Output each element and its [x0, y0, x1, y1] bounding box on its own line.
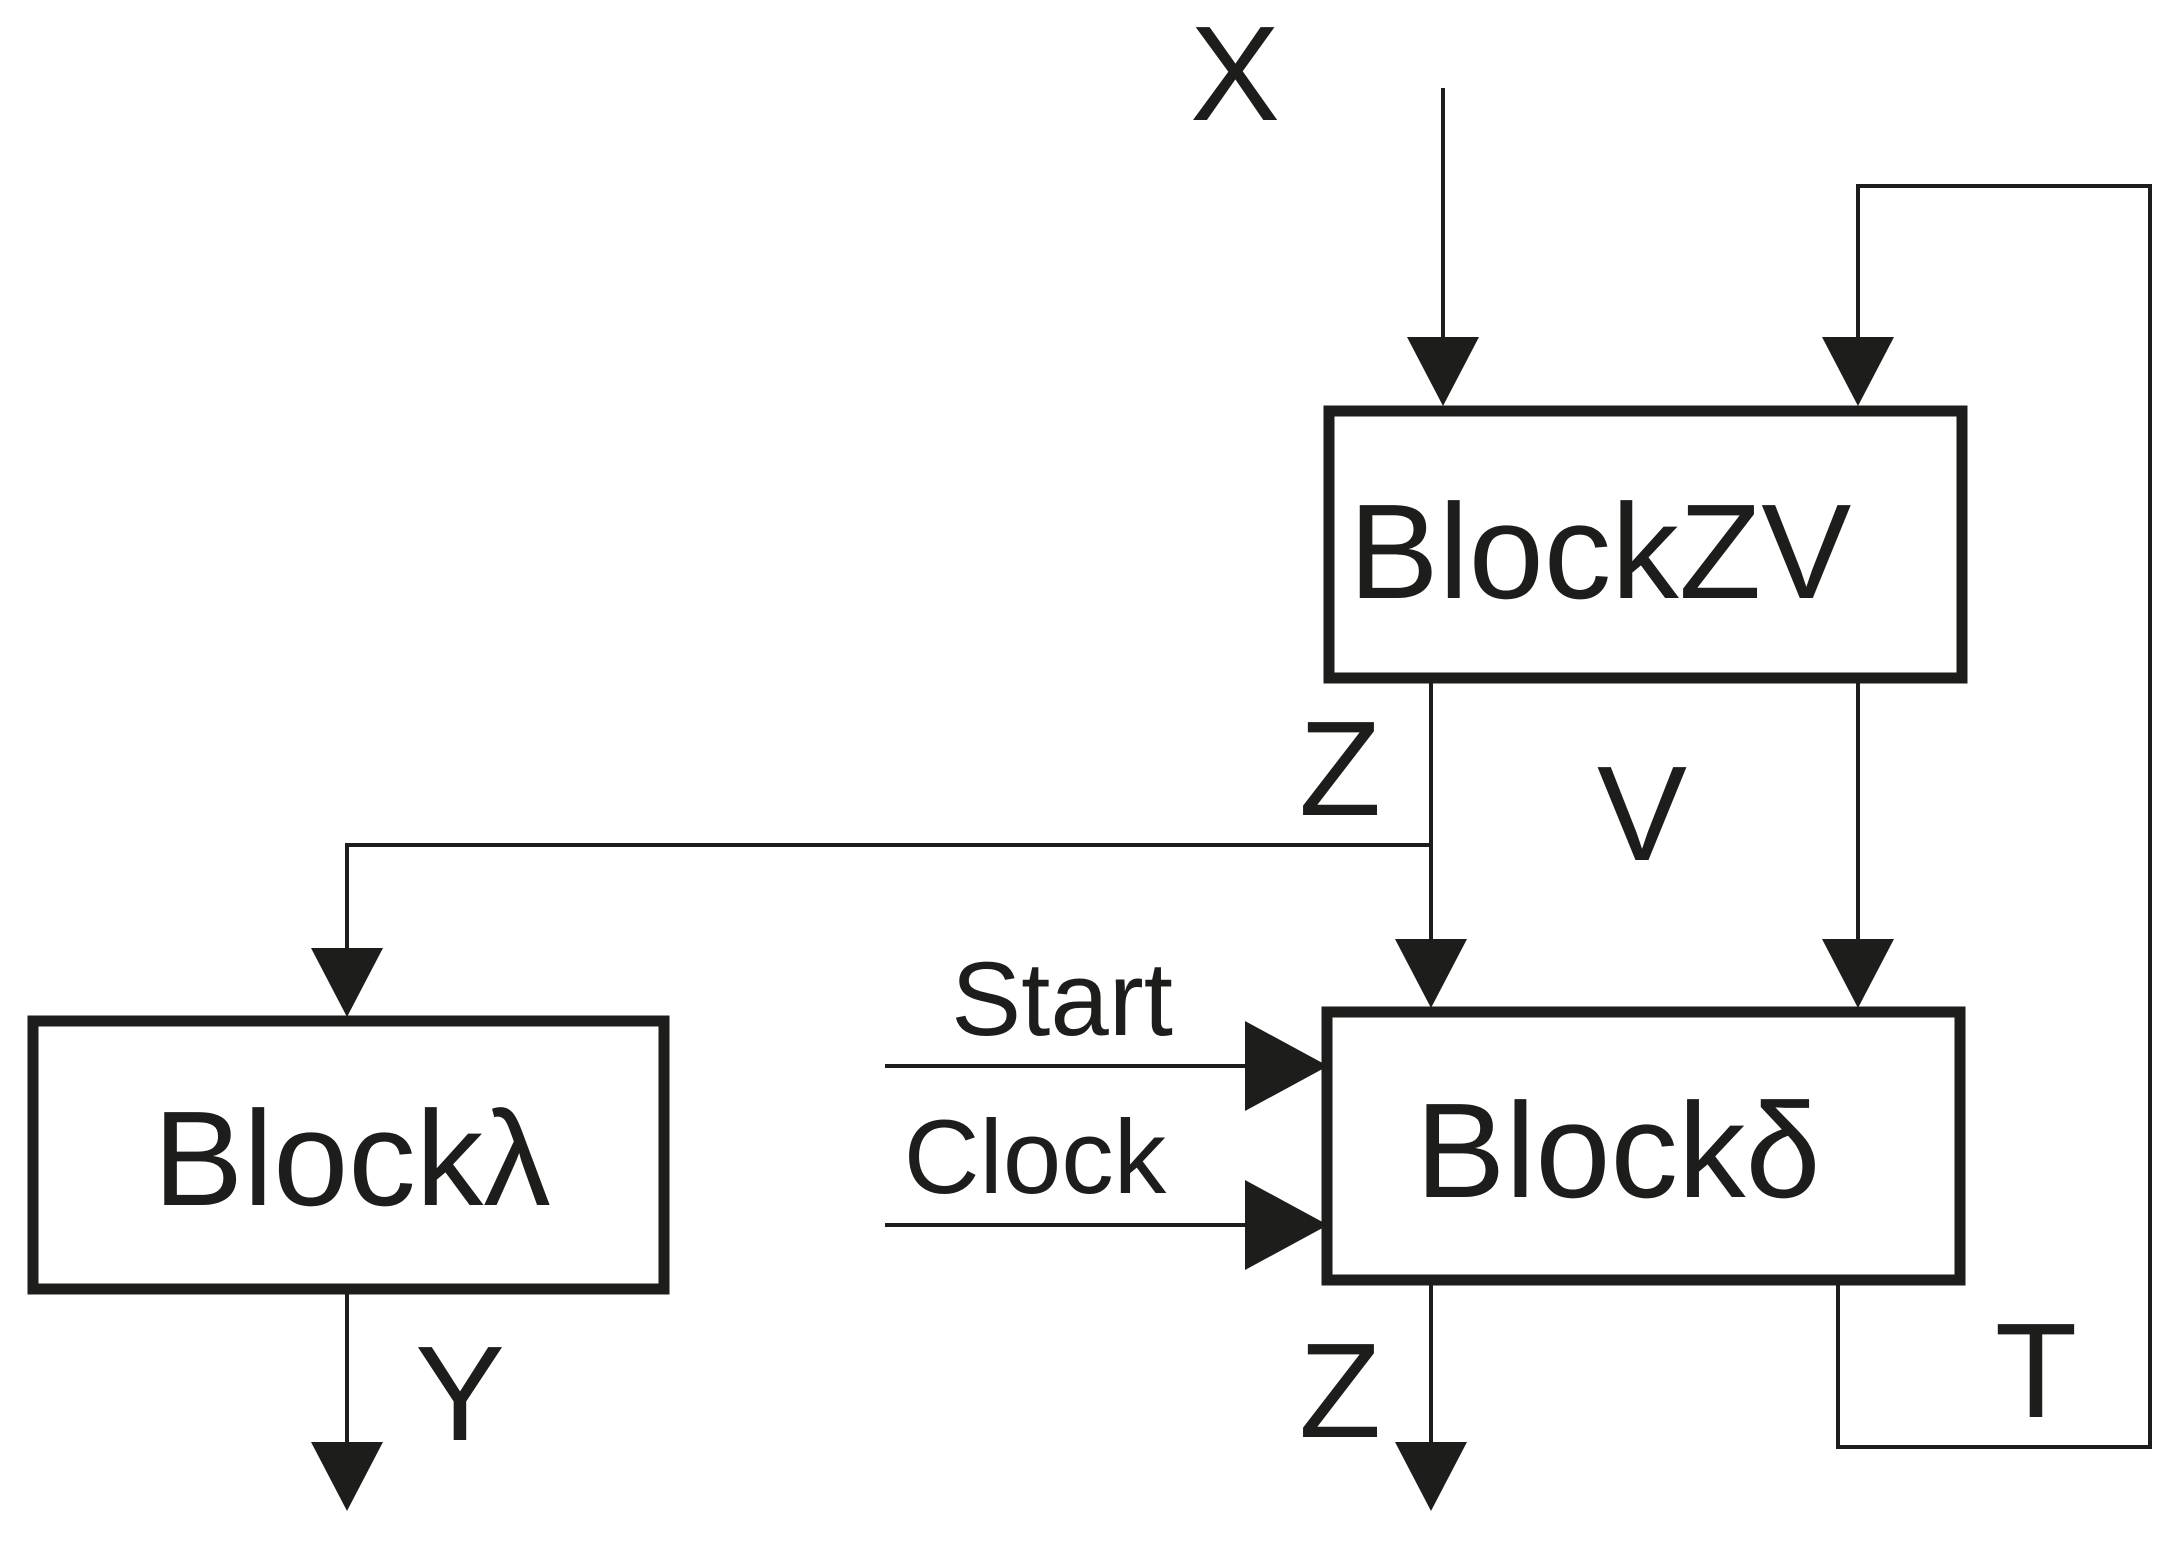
signal-v-label: V	[1597, 738, 1687, 889]
lambda-input-arrowhead-icon	[311, 948, 383, 1017]
signal-t-label: T	[1995, 1295, 2077, 1446]
block-zv-box	[1323, 405, 1968, 684]
block-lambda-box	[27, 1015, 670, 1295]
signal-y-label: Y	[415, 1318, 505, 1469]
v-arrowhead-icon	[1822, 939, 1894, 1008]
block-lambda-label: Blockλ	[153, 1083, 551, 1234]
block-delta-box	[1321, 1006, 1966, 1286]
signal-z-label: Z	[1299, 693, 1381, 844]
x-arrowhead-icon	[1407, 337, 1479, 406]
clock-arrowhead-icon	[1245, 1180, 1328, 1270]
signal-z-final-label: Z	[1299, 1315, 1381, 1466]
y-arrowhead-icon	[311, 1442, 383, 1511]
feedback-arrowhead-icon	[1822, 337, 1894, 406]
signal-start-label: Start	[951, 941, 1173, 1058]
start-arrowhead-icon	[1245, 1021, 1328, 1111]
z-final-arrowhead-icon	[1395, 1442, 1467, 1511]
signal-clock-label: Clock	[904, 1099, 1167, 1216]
signal-x-label: X	[1190, 0, 1280, 149]
block-delta-label: Blockδ	[1415, 1075, 1820, 1226]
block-zv-label: BlockZV	[1349, 476, 1852, 627]
z-arrowhead-icon	[1395, 939, 1467, 1008]
